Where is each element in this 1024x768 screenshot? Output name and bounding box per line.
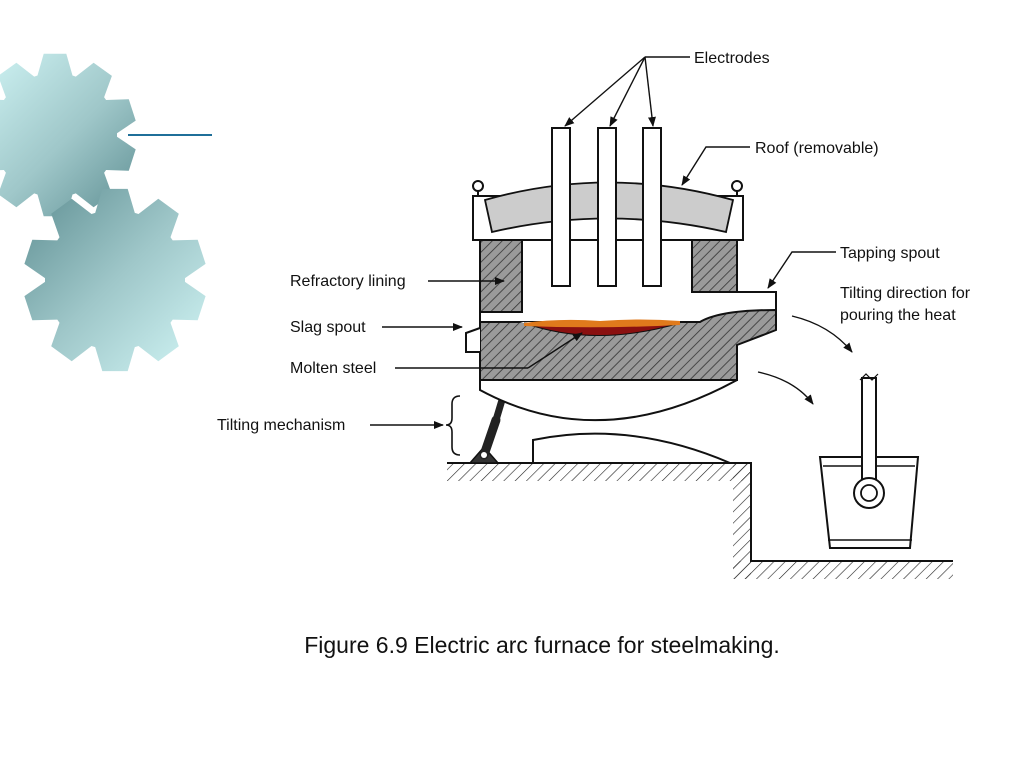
label-refractory-lining: Refractory lining [290,273,406,290]
brace-icon [445,395,461,456]
furnace-vessel [465,291,777,422]
slag-spout [465,327,481,353]
label-molten-steel: Molten steel [290,360,376,377]
slag-layer [524,319,680,328]
label-tilting-direction-line1: Tilting direction for [840,285,971,302]
label-tilting-direction-line2: pouring the heat [840,307,956,324]
label-tilting-mechanism: Tilting mechanism [217,417,345,434]
electrode-right [642,127,662,287]
refractory-left [479,239,523,313]
label-tapping-spout: Tapping spout [840,245,940,262]
gear-icon-bottom [24,188,206,372]
electrode-middle [597,127,617,287]
gear-icon-top [0,53,136,217]
label-roof: Roof (removable) [755,140,879,157]
figure-caption: Figure 6.9 Electric arc furnace for stee… [304,632,780,658]
ground [447,462,953,579]
leader-lines [370,56,853,429]
label-slag-spout: Slag spout [290,319,366,336]
electrode-left [551,127,571,287]
rocker-base [532,432,731,464]
label-electrodes: Electrodes [694,50,770,67]
ladle [818,373,920,549]
tilting-mechanism [468,396,506,464]
tapping-spout-shape [737,291,777,310]
refractory-right [691,239,738,293]
